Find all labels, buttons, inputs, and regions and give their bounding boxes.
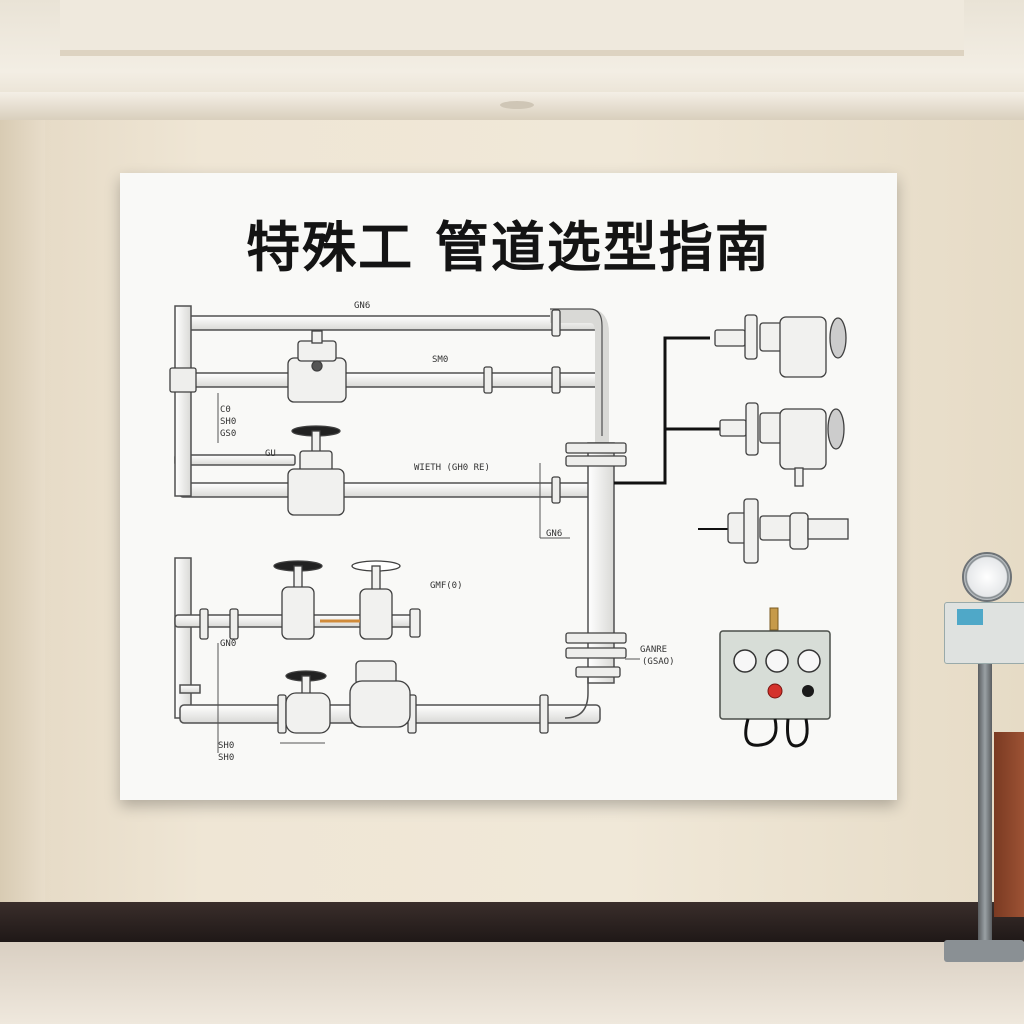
baseboard (0, 902, 1024, 942)
black-button (802, 685, 814, 697)
signal-cable (614, 336, 710, 485)
red-stop-button (767, 683, 783, 699)
poster-title: 特殊工 管道选型指南 (246, 216, 771, 279)
vertical-dim-2: SH0 (220, 417, 237, 427)
pressure-gauge-icon (962, 552, 1012, 602)
branch-label: GN6 (546, 529, 563, 539)
pipe-fourth (179, 482, 601, 498)
valve-bottom (285, 660, 411, 734)
pipe-third (174, 454, 296, 466)
stand-base (944, 940, 1024, 962)
ceiling-recess (60, 0, 964, 56)
vertical-dim-3: GS0 (220, 429, 237, 439)
pipe-lower-left-vertical (174, 557, 192, 719)
stand-screen (957, 609, 983, 625)
pipe-second (179, 372, 601, 388)
left-mid-label: GU (265, 449, 276, 459)
wooden-cabinet (994, 732, 1024, 917)
panel-gauges (733, 649, 821, 673)
floor (0, 942, 1024, 1024)
top-dimension-label: GN6 (354, 301, 371, 311)
pipe-riser (587, 442, 615, 684)
wall-corner (0, 120, 45, 910)
pipe-left-vertical (174, 305, 192, 497)
stand-display-unit (944, 602, 1024, 664)
pipe-top (179, 315, 601, 331)
control-panel (719, 607, 831, 748)
main-note-label: WIETH (GH0 RE) (414, 463, 490, 473)
valve-upper (287, 330, 347, 403)
dimension-lines (217, 393, 640, 753)
ceiling-light (500, 101, 534, 109)
gauge-1 (733, 649, 757, 673)
valve-mid (287, 425, 345, 516)
gauge-3 (797, 649, 821, 673)
pipe-label-1: SM0 (432, 355, 449, 365)
actuator-valve-1 (714, 314, 847, 378)
flanges (169, 309, 627, 734)
piping-diagram (169, 305, 849, 753)
valve-lower-left (273, 560, 421, 640)
gauge-2 (765, 649, 789, 673)
poster-board: 特殊工 管道选型指南 (120, 173, 897, 800)
vertical-dim-1: C0 (220, 405, 231, 415)
actuator-valve-3 (698, 498, 849, 564)
riser-label-2: (GSAO) (642, 657, 675, 667)
bottom-dim-2: SH0 (218, 753, 235, 763)
riser-label-1: GANRE (640, 645, 668, 655)
bottom-dim-1: SH0 (218, 741, 235, 751)
side-left-label: GN0 (220, 639, 237, 649)
actuator-valve-2 (719, 402, 845, 487)
stand-pole (978, 660, 992, 940)
lower-branch-label: GMF(0) (430, 581, 463, 591)
